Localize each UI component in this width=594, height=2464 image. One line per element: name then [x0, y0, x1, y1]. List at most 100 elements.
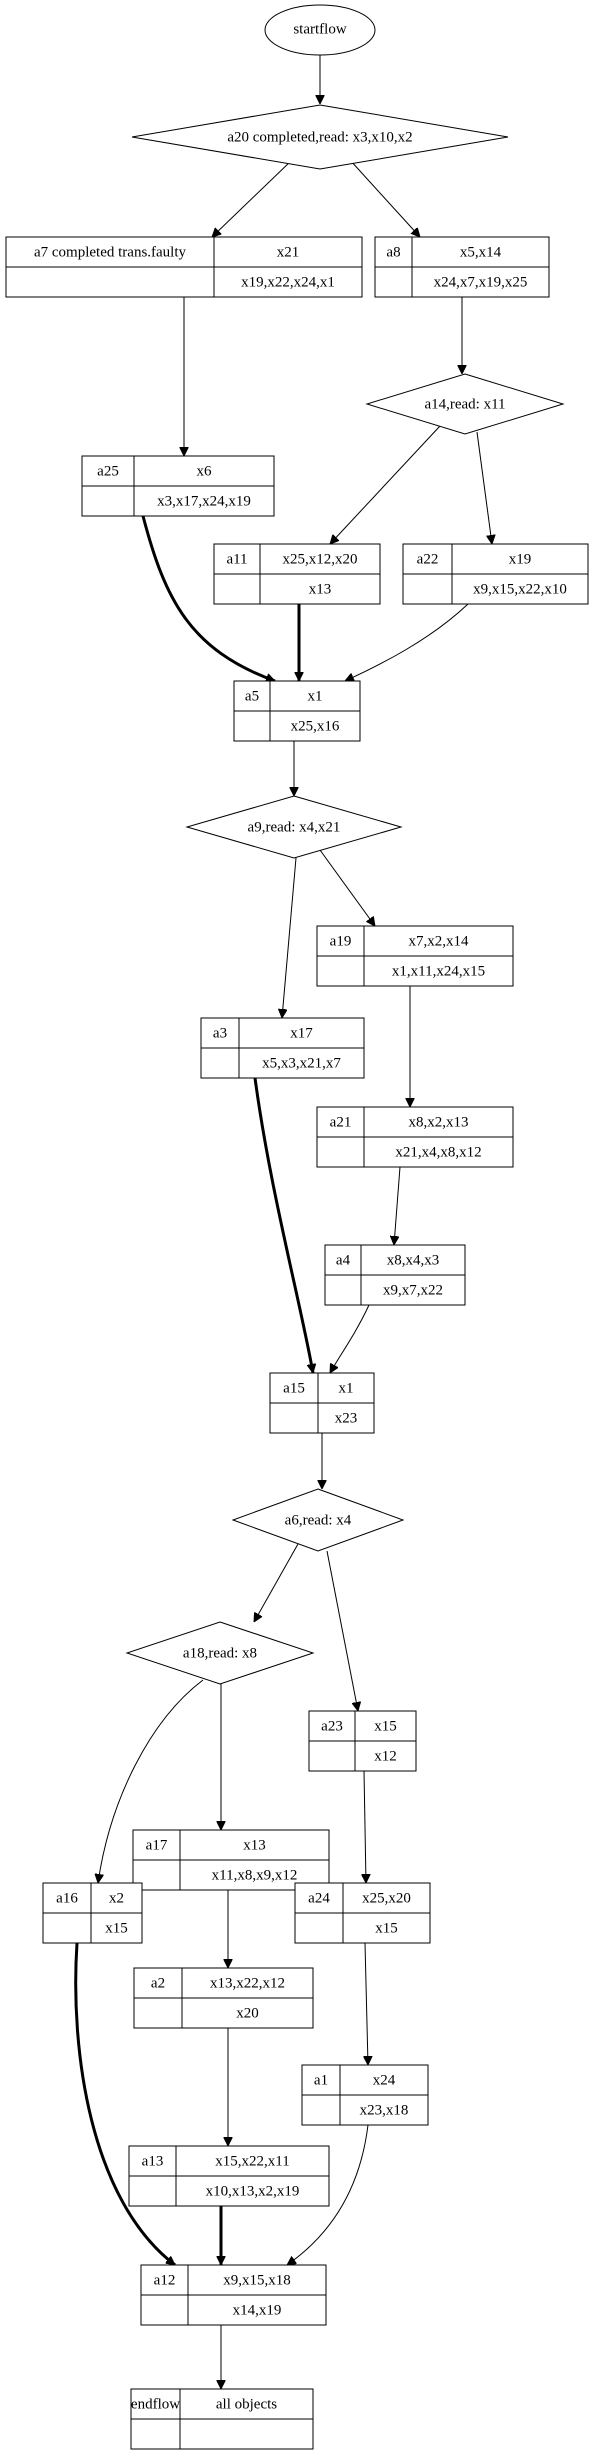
activity-bottom-objects: x20: [236, 2005, 259, 2021]
flow-edge: [326, 1550, 358, 1711]
activity-top-objects: x25,x12,x20: [283, 551, 358, 567]
decision-diamond: [231, 1488, 405, 1552]
activity-a24: a24 x25,x20 x15: [294, 1882, 431, 1944]
activity-top-objects: x25,x20: [362, 1890, 411, 1906]
flow-edge: [212, 159, 293, 237]
activity-top-objects: x21: [277, 244, 300, 260]
decision-diamond: [131, 104, 509, 170]
flow-edge: [282, 857, 297, 1018]
decision-label: a14,read: x11: [424, 396, 505, 412]
activity-name: a7 completed trans.faulty: [34, 244, 187, 260]
activity-top-objects: x9,x15,x18: [223, 2272, 291, 2288]
start-label: startflow: [293, 21, 346, 37]
activity-name: a5: [245, 688, 259, 704]
activity-bottom-objects: x12: [374, 1748, 397, 1764]
decision-label: a9,read: x4,x21: [248, 819, 341, 835]
flow-edge: [253, 1077, 313, 1373]
activity-name: a8: [386, 244, 400, 260]
activity-bottom-objects: x15: [375, 1920, 398, 1936]
activity-top-objects: all objects: [216, 2396, 277, 2412]
activity-name: a2: [151, 1975, 165, 1991]
decision-a20: a20 completed,read: x3,x10,x2: [131, 104, 509, 170]
activity-name: a11: [226, 551, 247, 567]
activity-bottom-objects: x24,x7,x19,x25: [434, 274, 528, 290]
activity-name: a17: [146, 1837, 168, 1853]
activity-bottom-objects: x19,x22,x24,x1: [241, 274, 335, 290]
flow-edge: [394, 1166, 401, 1245]
decision-diamond: [365, 373, 565, 435]
activity-name: a16: [56, 1890, 78, 1906]
activity-bottom-objects: x3,x17,x24,x19: [157, 493, 251, 509]
activity-name: a3: [213, 1025, 227, 1041]
activity-name: a24: [308, 1890, 330, 1906]
activity-top-objects: x8,x2,x13: [409, 1114, 469, 1130]
decision-a14: a14,read: x11: [365, 373, 565, 435]
activity-name: a13: [142, 2153, 164, 2169]
activity-name: a12: [154, 2272, 176, 2288]
activity-a25: a25 x6 x3,x17,x24,x19: [81, 455, 275, 517]
activity-top-objects: x24: [373, 2072, 396, 2088]
activity-a1: a1 x24 x23,x18: [301, 2064, 429, 2126]
flow-edge: [141, 515, 275, 681]
flow-edge: [476, 431, 492, 544]
activity-a17: a17 x13 x11,x8,x9,x12: [132, 1829, 330, 1891]
activity-a12: a12 x9,x15,x18 x14,x19: [140, 2264, 327, 2326]
start-node: startflow: [264, 4, 376, 56]
end-node: endflow all objects: [130, 2388, 314, 2450]
flow-edge: [319, 849, 375, 926]
activity-a7: a7 completed trans.faulty x21 x19,x22,x24,…: [5, 236, 363, 298]
edges-layer: [74, 55, 492, 2389]
activity-name: a25: [97, 463, 119, 479]
activity-bottom-objects: x5,x3,x21,x7: [262, 1055, 341, 1071]
decision-a6: a6,read: x4: [231, 1488, 405, 1552]
flow-edge: [365, 1942, 368, 2065]
flow-edge: [364, 1770, 366, 1883]
flow-edge: [330, 1304, 370, 1373]
activity-bottom-objects: x15: [105, 1920, 128, 1936]
activity-bottom-objects: x9,x7,x22: [383, 1282, 443, 1298]
activity-a11: a11 x25,x12,x20 x13: [213, 543, 381, 605]
activity-top-objects: x13: [243, 1837, 266, 1853]
activity-top-objects: x8,x4,x3: [387, 1252, 440, 1268]
activity-top-objects: x6: [197, 463, 213, 479]
activity-bottom-objects: x13: [309, 581, 332, 597]
flow-edge: [330, 425, 441, 544]
activity-bottom-objects: x9,x15,x22,x10: [473, 581, 567, 597]
activity-bottom-objects: x14,x19: [233, 2302, 282, 2318]
activity-a23: a23 x15 x12: [308, 1710, 417, 1772]
activity-bottom-objects: x21,x4,x8,x12: [395, 1144, 481, 1160]
activity-a16: a16 x2 x15: [42, 1882, 143, 1944]
activity-a8: a8 x5,x14 x24,x7,x19,x25: [374, 236, 550, 298]
decision-label: a18,read: x8: [183, 1645, 257, 1661]
decision-label: a6,read: x4: [285, 1512, 352, 1528]
activity-name: a1: [314, 2072, 328, 2088]
activity-bottom-objects: x23,x18: [360, 2102, 409, 2118]
activity-top-objects: x15,x22,x11: [215, 2153, 289, 2169]
activity-name: a21: [330, 1114, 352, 1130]
flow-edge: [345, 603, 469, 681]
activity-top-objects: x15: [374, 1718, 397, 1734]
decision-a9: a9,read: x4,x21: [185, 795, 403, 859]
activity-top-objects: x5,x14: [460, 244, 502, 260]
flow-edge: [74, 1942, 176, 2267]
activity-a5: a5 x1 x25,x16: [233, 680, 361, 742]
activity-bottom-objects: x25,x16: [291, 718, 340, 734]
activity-top-objects: x1: [308, 688, 323, 704]
activity-name: a23: [321, 1718, 343, 1734]
activity-top-objects: x17: [290, 1025, 313, 1041]
activity-name: endflow: [131, 2396, 180, 2412]
activity-a3: a3 x17 x5,x3,x21,x7: [200, 1017, 365, 1079]
activity-top-objects: x2: [109, 1890, 124, 1906]
start-ellipse: [264, 4, 376, 56]
activity-bottom-objects: x11,x8,x9,x12: [212, 1867, 298, 1883]
decision-label: a20 completed,read: x3,x10,x2: [227, 129, 412, 145]
decision-diamond: [125, 1621, 315, 1685]
activity-top-objects: x7,x2,x14: [409, 933, 470, 949]
flow-edge: [98, 1679, 204, 1883]
